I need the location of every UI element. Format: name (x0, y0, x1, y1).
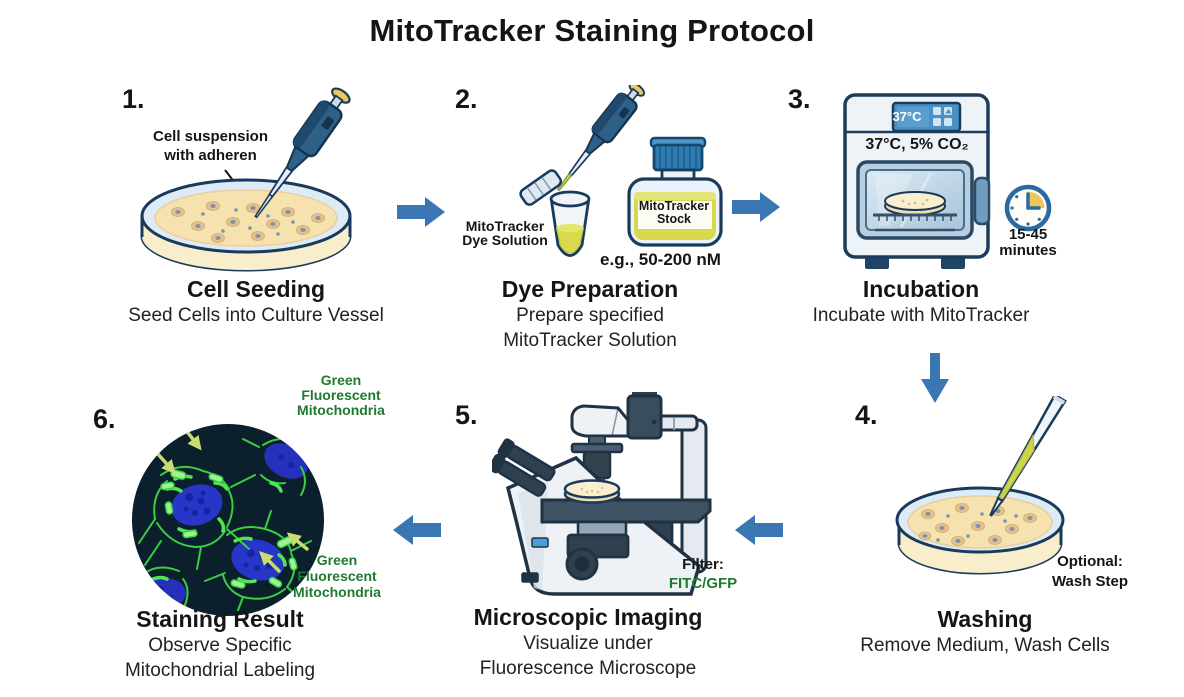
concentration-label: e.g., 50-200 nM (600, 250, 721, 269)
step-2-heading: Dye Preparation (501, 276, 679, 302)
tube-cap (519, 169, 563, 206)
step-2-number: 2. (455, 84, 478, 114)
incubation-conditions-label: 37°C, 5% CO₂ (865, 136, 969, 153)
inverted-microscope-illustration (492, 392, 712, 596)
flow-arrow-down-3-4 (921, 353, 949, 403)
micropipette-icon (556, 85, 646, 192)
optional-wash-label: Optional: Wash Step (1051, 553, 1129, 590)
step-5-number: 5. (455, 400, 478, 430)
flow-arrow-left-4-5 (735, 515, 783, 545)
page-title: MitoTracker Staining Protocol (369, 13, 815, 48)
microcentrifuge-tube-icon (549, 190, 591, 257)
camera-module (626, 392, 663, 440)
incubator-foot (941, 257, 965, 269)
incubator-foot (865, 257, 889, 269)
step-3-number: 3. (788, 84, 811, 114)
incubator-illustration (843, 93, 991, 269)
dye-preparation-illustration (519, 85, 723, 257)
micropipette-icon (254, 87, 351, 219)
incubation-duration-label: 15-45 minutes (999, 226, 1057, 259)
step-1-number: 1. (122, 84, 145, 114)
step-6-heading: Staining Result (136, 606, 304, 632)
cells-in-dish (171, 201, 325, 243)
filter-label: Filter: (682, 556, 724, 573)
green-mitochondria-label-top: Green Fluorescent Mitochondria (297, 372, 385, 418)
up-arrow-button-icon (945, 108, 952, 114)
cells-in-dish (918, 503, 1037, 546)
filter-value-label: FITC/GFP (668, 575, 738, 592)
step-4-number: 4. (855, 400, 878, 430)
fluorescence-micrograph (132, 424, 324, 616)
step-1-heading: Cell Seeding (186, 276, 326, 302)
flow-arrow-right-2-3 (732, 192, 780, 222)
door-handle (973, 176, 991, 226)
step-5-subtitle: Visualize under Fluorescence Microscope (479, 633, 697, 679)
step-5-heading: Microscopic Imaging (473, 604, 703, 630)
step-3-subtitle: Incubate with MitoTracker (812, 305, 1030, 326)
stock-bottle-label: MitoTracker Stock (638, 199, 710, 226)
step-6-subtitle: Observe Specific Mitochondrial Labeling (124, 635, 316, 681)
incubator-door (856, 160, 974, 240)
stock-bottle-icon (627, 136, 723, 247)
flow-arrow-right-1-2 (397, 197, 445, 227)
step-3-heading: Incubation (862, 276, 980, 302)
temperature-display (891, 101, 962, 133)
step-1-subtitle: Seed Cells into Culture Vessel (128, 305, 384, 326)
green-mitochondria-label-bottom: Green Fluorescent Mitochondria (293, 552, 381, 600)
flow-arrow-left-5-6 (393, 515, 441, 545)
step-6-number: 6. (93, 404, 116, 434)
eyepieces-icon (492, 438, 556, 497)
serological-pipette-icon (989, 396, 1067, 517)
step-4-subtitle: Remove Medium, Wash Cells (860, 635, 1110, 656)
timer-clock-icon (1004, 184, 1052, 232)
step-4-heading: Washing (937, 606, 1033, 632)
petri-dish-seeding-illustration (140, 87, 352, 272)
step-2-subtitle: Prepare specified MitoTracker Solution (503, 305, 677, 351)
dye-solution-label: MitoTracker Dye Solution (462, 218, 548, 248)
washing-dish-illustration (895, 396, 1067, 575)
display-temperature-readout: 37°C (892, 109, 922, 124)
cell-suspension-label: Cell suspension with adheren (152, 128, 269, 164)
